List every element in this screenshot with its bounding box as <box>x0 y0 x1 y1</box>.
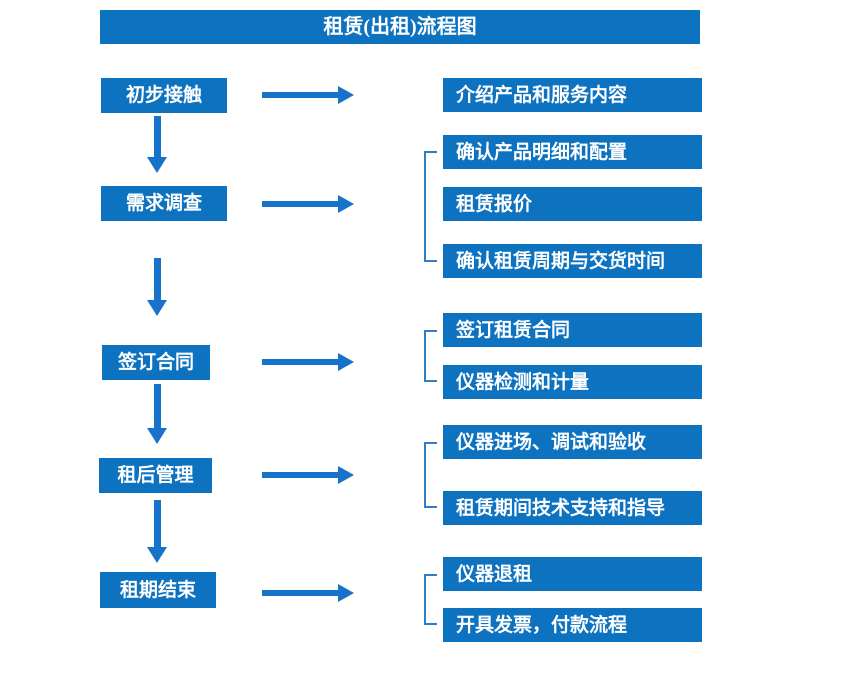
down-arrow <box>147 384 167 444</box>
right-arrow <box>262 195 354 213</box>
square-bracket <box>424 442 437 508</box>
down-arrow <box>147 258 167 316</box>
detail-box-invoice-payment: 开具发票，付款流程 <box>443 608 702 642</box>
step-box-rental-end: 租期结束 <box>100 572 216 608</box>
detail-box-introduce-products: 介绍产品和服务内容 <box>443 78 702 112</box>
step-box-demand-survey: 需求调查 <box>101 186 227 221</box>
detail-box-instrument-return: 仪器退租 <box>443 557 702 591</box>
square-bracket <box>424 330 437 382</box>
step-box-initial-contact: 初步接触 <box>101 78 227 113</box>
detail-box-sign-rental-contract: 签订租赁合同 <box>443 313 702 347</box>
right-arrow <box>262 466 354 484</box>
right-arrow <box>262 353 354 371</box>
step-box-post-rental-mgmt: 租后管理 <box>99 458 212 493</box>
square-bracket <box>424 151 437 262</box>
square-bracket <box>424 574 437 625</box>
right-arrow <box>262 584 354 602</box>
detail-box-instrument-testing: 仪器检测和计量 <box>443 365 702 399</box>
detail-box-tech-support: 租赁期间技术支持和指导 <box>443 491 702 525</box>
detail-box-instrument-setup: 仪器进场、调试和验收 <box>443 425 702 459</box>
flowchart-title: 租赁(出租)流程图 <box>100 10 700 44</box>
right-arrow <box>262 86 354 104</box>
detail-box-confirm-product-spec: 确认产品明细和配置 <box>443 135 702 169</box>
detail-box-rental-quote: 租赁报价 <box>443 187 702 221</box>
down-arrow <box>147 500 167 563</box>
detail-box-confirm-period-delivery: 确认租赁周期与交货时间 <box>443 244 702 278</box>
down-arrow <box>147 116 167 173</box>
step-box-sign-contract: 签订合同 <box>102 345 210 380</box>
